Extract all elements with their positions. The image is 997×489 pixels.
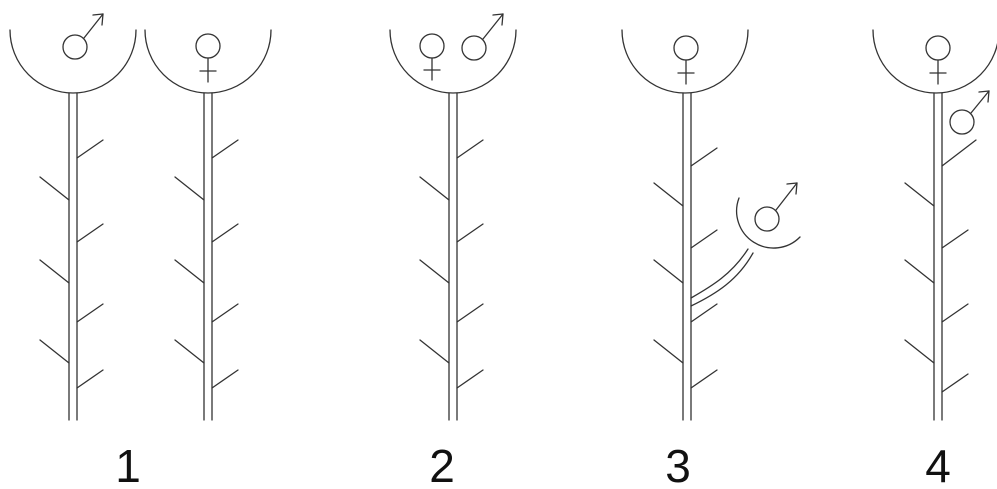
side-flower-cup <box>737 198 800 248</box>
female-symbol-icon <box>196 34 220 82</box>
panel-label-2: 2 <box>429 440 455 489</box>
panel-label-4: 4 <box>925 440 951 489</box>
flower-cup <box>873 30 997 93</box>
female-symbol-icon <box>674 36 698 84</box>
plant-1a <box>10 14 136 420</box>
female-symbol-icon <box>420 34 444 80</box>
panel-2: 2 <box>390 14 516 489</box>
panel-4: 4 <box>873 30 997 489</box>
leaves <box>40 140 103 388</box>
panel-label-1: 1 <box>115 440 141 489</box>
male-symbol-icon <box>462 14 503 60</box>
panel-1: 1 <box>10 14 271 489</box>
male-symbol-icon <box>63 14 103 59</box>
flower-cup <box>622 30 748 93</box>
female-symbol-icon <box>926 36 950 84</box>
male-symbol-icon <box>755 183 797 231</box>
leaves <box>654 148 717 388</box>
leaves <box>905 140 976 392</box>
panel-3: 3 <box>622 30 800 489</box>
male-symbol-icon <box>950 91 989 134</box>
leaves <box>175 140 238 388</box>
plant-1b <box>145 30 271 420</box>
panel-label-3: 3 <box>665 440 691 489</box>
flower-cup <box>10 30 136 93</box>
flower-cup <box>390 30 516 93</box>
side-branch <box>691 198 800 306</box>
leaves <box>420 140 483 388</box>
